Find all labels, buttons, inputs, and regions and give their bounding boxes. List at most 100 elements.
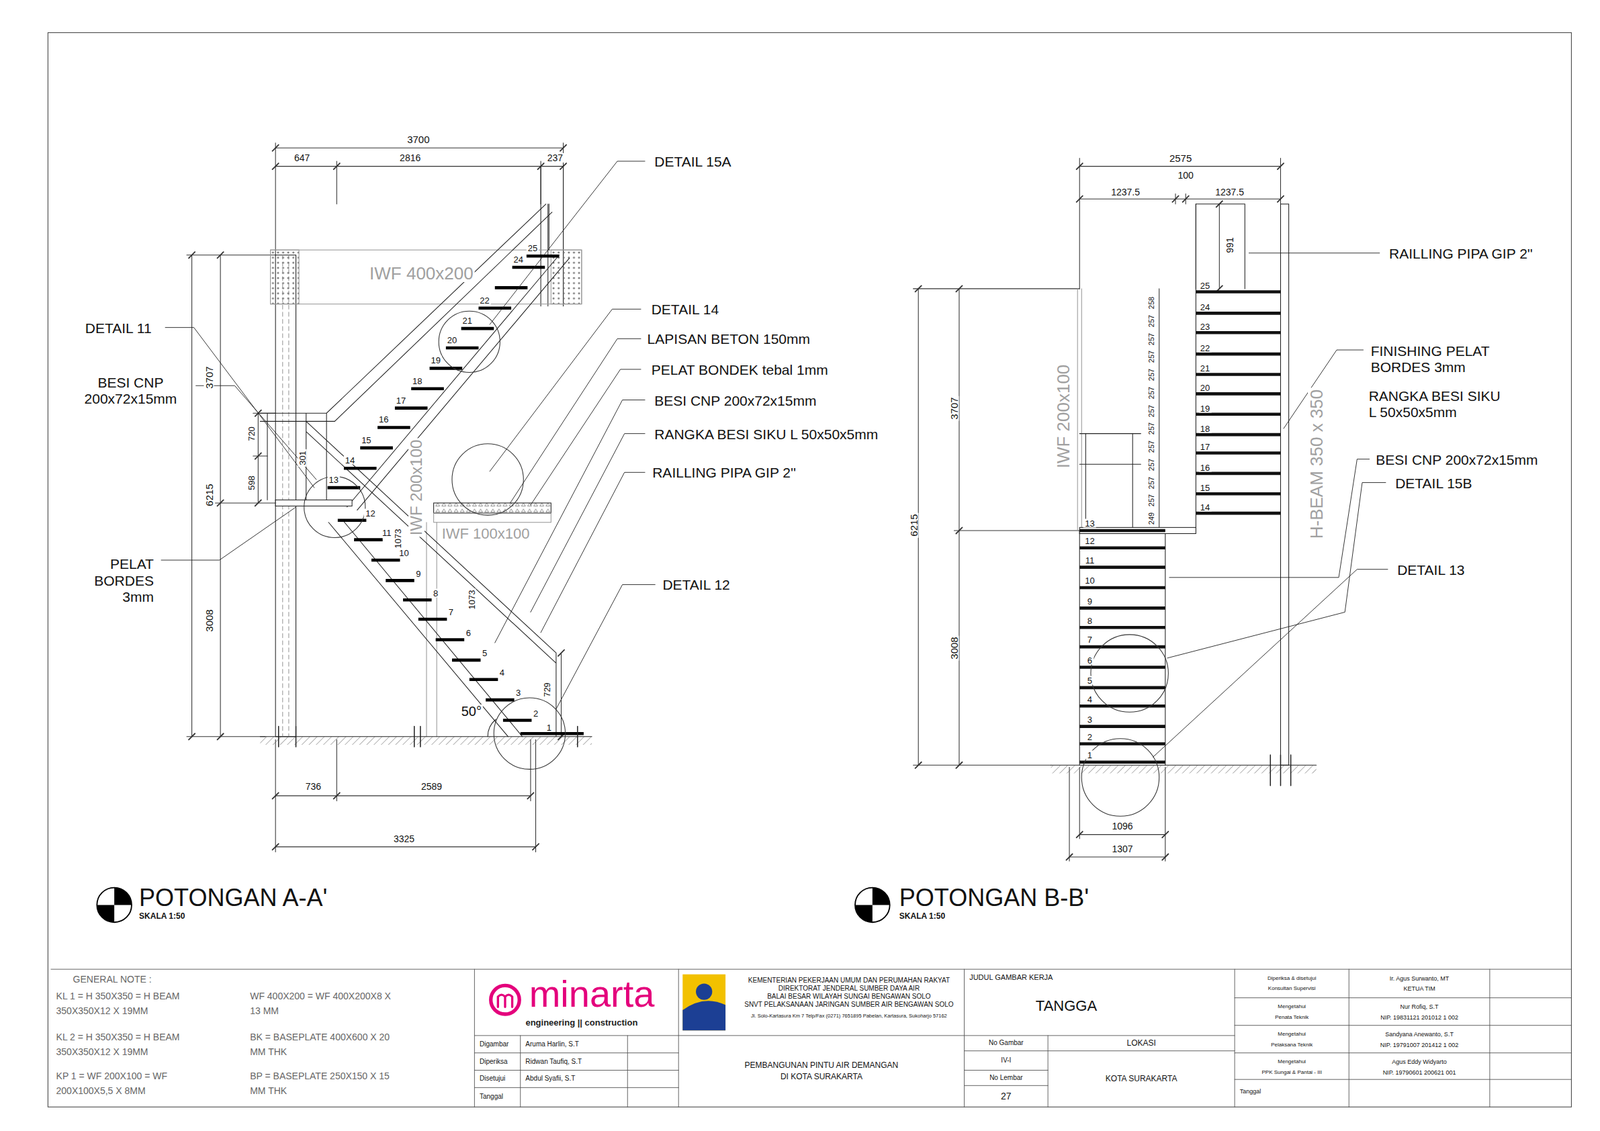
ground-line [1270, 754, 1291, 786]
step-number: 15 [360, 435, 373, 444]
step-number: 20 [1198, 383, 1212, 393]
member-label: IWF 200x100 [1054, 362, 1073, 470]
steel-column [275, 255, 296, 737]
dimension-line [913, 157, 1284, 862]
ground-line [259, 736, 592, 745]
steel-beam [550, 249, 582, 305]
callout-text: DETAIL 11 [83, 320, 154, 335]
leader-line [530, 433, 645, 613]
angle-label: 50° [460, 704, 483, 719]
steel-column [1280, 204, 1289, 766]
detail-circle [1081, 738, 1159, 817]
dimension-line [275, 143, 563, 256]
leader-line [556, 584, 655, 709]
approval-cell: MengetahuiPPK Sungai & Pantai - III [1234, 1053, 1349, 1080]
stair-stringer [328, 255, 570, 737]
step-number: 19 [429, 356, 442, 365]
dimension-text: 647 [292, 153, 311, 163]
dimension-line [915, 163, 1284, 861]
ground-line [1051, 765, 1317, 774]
step-number: 12 [364, 509, 377, 518]
stair-tread [337, 520, 584, 734]
dimension-text: 598 [246, 474, 256, 492]
railing-pipe [259, 204, 557, 737]
step-number: 15 [1198, 483, 1212, 493]
leader-line [196, 385, 317, 480]
dimension-text: 2575 [1168, 153, 1193, 164]
dimension-line [186, 255, 276, 737]
step-number: 5 [1086, 676, 1094, 686]
cell-text: Pelaksana Teknik [1270, 1042, 1313, 1048]
cell-text: BALAI BESAR WILAYAH SUNGAI BENGAWAN SOLO [767, 993, 931, 1001]
approval-cell: Agus Eddy WidyartoNIP. 19790601 200621 0… [1348, 1053, 1490, 1080]
steel-beam [270, 249, 582, 305]
dimension-text: 1237.5 [1109, 187, 1142, 197]
step-number: 24 [511, 254, 524, 264]
callout-text: BESI CNP 200x72x15mm [1374, 452, 1539, 467]
step-number: 4 [498, 668, 506, 678]
dimension-line [275, 652, 561, 852]
section-symbol [855, 887, 891, 923]
table-cell: KOTA SURAKARTA [1047, 1051, 1235, 1108]
stair-tread [1079, 291, 1281, 762]
callout-text: BESI CNP 200x72x15mm [652, 392, 818, 408]
cell-text: Ridwan Taufiq, S.T [525, 1058, 582, 1066]
callout-text: RAILLING PIPA GIP 2'' [1387, 245, 1535, 260]
title-block-grid [51, 969, 1572, 1107]
step-number: 13 [327, 474, 340, 484]
dimension-text: 6215 [204, 482, 215, 508]
dimension-text: 257 [1147, 367, 1155, 383]
cell-text: Sandyana Anewanto, S.T [1385, 1031, 1454, 1038]
steel-beam [270, 249, 300, 305]
step-number: 11 [380, 527, 393, 537]
dimension-text: 729 [542, 681, 552, 699]
leader-line [530, 369, 641, 506]
ground-line [259, 726, 592, 747]
step-number: 2 [531, 708, 540, 718]
date-cell: Tanggal [1234, 1079, 1349, 1107]
dimension-text: 6215 [908, 513, 919, 539]
dimension-text: 257 [1147, 313, 1155, 329]
cell-text: Ir. Agus Surwanto, MT [1389, 975, 1450, 982]
cell-text: Diperiksa & disetujui [1267, 975, 1316, 982]
cell-text: NIP. 19791007 201412 1 002 [1380, 1041, 1459, 1048]
approval-cell: Diperiksa & disetujuiKonsultan Supervisi [1234, 969, 1349, 999]
callout-text: RAILLING PIPA GIP 2'' [650, 465, 798, 480]
dimension-text: 257 [1147, 457, 1155, 473]
step-number: 17 [394, 395, 408, 405]
ground-line [1051, 754, 1317, 786]
member-label: IWF 100x100 [440, 526, 532, 542]
cell-text: BK = BASEPLATE 400X600 X 20 MM THK [249, 1029, 402, 1060]
cell-text: Abdul Syafii, S.T [525, 1075, 575, 1083]
section-title: POTONGAN B-B' [898, 885, 1091, 911]
steel-column [1077, 288, 1082, 531]
ground-line [278, 726, 578, 747]
cell-text: IV-I [1000, 1057, 1011, 1064]
leader-line [161, 161, 655, 710]
cell-text: NIP. 19790601 200621 001 [1383, 1069, 1457, 1076]
leader-line [1248, 252, 1380, 254]
stair-tread [327, 255, 560, 488]
cell-text: Konsultan Supervisi [1268, 986, 1316, 992]
cell-text: No Gambar [988, 1039, 1024, 1047]
signature-row: DiperiksaRidwan Taufiq, S.T [474, 1053, 628, 1071]
dimension-text: 257 [1147, 385, 1155, 401]
cell-text: KL 1 = H 350X350 = H BEAM 350X350X12 X 1… [56, 988, 218, 1019]
approval-cell: Nur Rofiq, S.TNIP. 19831121 201012 1 002 [1348, 998, 1490, 1026]
step-number: 9 [1086, 596, 1094, 606]
step-number: 11 [1084, 556, 1097, 565]
cell-text: No Lembar [989, 1074, 1023, 1082]
dimension-text: 1073 [393, 527, 403, 551]
step-number: 24 [1198, 302, 1212, 312]
callout-text: FINISHING PELAT BORDES 3mm [1369, 343, 1510, 376]
stair-tread [327, 255, 584, 734]
step-number: 1 [1086, 750, 1094, 760]
step-number: 25 [526, 243, 539, 253]
step-number: 7 [447, 607, 455, 617]
dimension-text: 257 [1147, 403, 1155, 418]
ministry-logo [682, 974, 726, 1032]
